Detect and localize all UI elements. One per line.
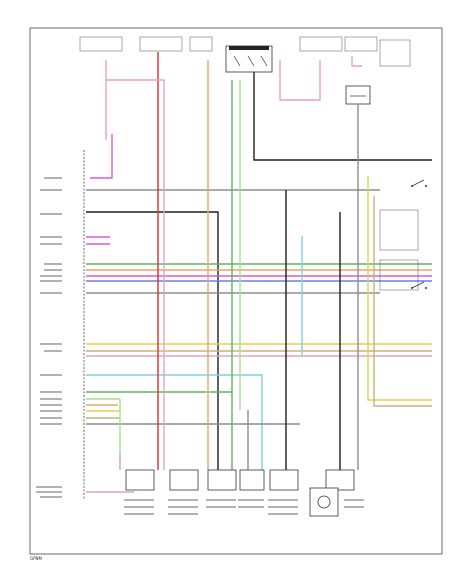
component-3 [207,469,237,491]
horizontal-wires [86,189,432,493]
wire-pink-vertical-1 [106,79,165,470]
wire-yellow-vertical [367,176,432,401]
component-1 [125,469,155,491]
component-5 [269,469,299,491]
wire-black-vertical-1 [253,72,432,161]
diagram-frame [29,27,443,555]
top-power-sources [79,36,411,67]
component-2 [169,469,199,491]
bottom-components [125,469,355,517]
ignition-switch [225,45,273,73]
wire-cyan-1 [86,374,263,470]
bottom-labels [124,499,364,515]
component-4 [239,469,265,491]
relay [345,85,371,105]
component-6 [325,469,355,491]
wire-black-1 [86,211,219,470]
diagram-code: GPNM [30,556,43,561]
vertical-wires [90,52,432,470]
right-switches [379,179,427,291]
wire-pink-vertical-4 [351,56,362,67]
left-labels [36,177,62,498]
wire-tan-vertical [373,196,432,407]
wire-magenta-vertical [90,134,113,179]
fuel-pump [309,487,339,517]
wire-pink-vertical-3 [279,60,321,101]
